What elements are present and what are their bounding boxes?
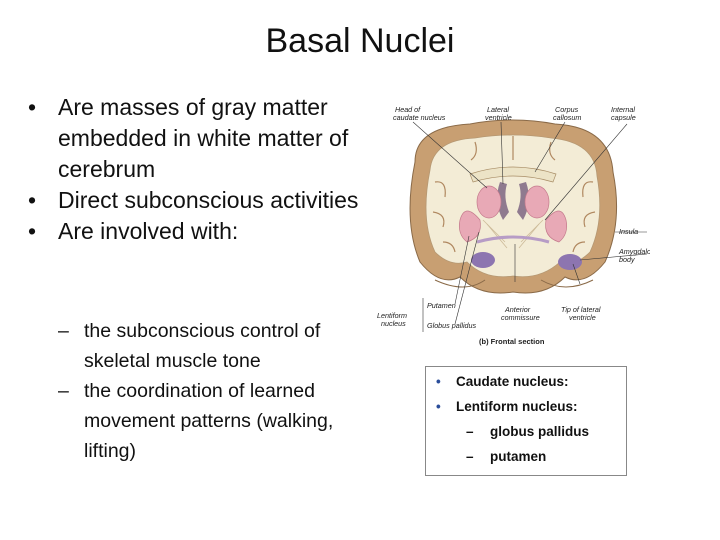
bullet-list: • Are masses of gray matter embedded in … xyxy=(28,92,368,247)
label-amygdaloid-2: body xyxy=(619,255,635,264)
legend-subitem: – globus pallidus xyxy=(466,424,589,439)
bullet-item: • Direct subconscious activities xyxy=(28,185,368,216)
anterior-commissure xyxy=(476,235,550,244)
caudate-nucleus xyxy=(524,185,550,219)
sub-bullet-text: the subconscious control of skeletal mus… xyxy=(84,320,321,372)
label-anterior-commissure: Anterior xyxy=(504,305,531,314)
label-head-caudate-2: caudate nucleus xyxy=(393,113,446,122)
sub-bullet-text: the coordination of learned movement pat… xyxy=(84,380,334,462)
legend-box: • Caudate nucleus: • Lentiform nucleus: – g… xyxy=(425,366,627,476)
legend-bullet-icon: • xyxy=(436,399,441,414)
legend-item: • Caudate nucleus: xyxy=(436,374,569,389)
label-tip-lateral-ventricle-2: ventricle xyxy=(569,313,596,322)
bullet-text: Direct subconscious activities xyxy=(58,187,359,213)
lateral-ventricle xyxy=(497,182,509,220)
dash-icon: – xyxy=(466,424,474,439)
bullet-text: Are masses of gray matter embedded in wh… xyxy=(58,94,349,182)
label-globus-pallidus: Globus pallidus xyxy=(427,321,477,330)
label-tip-lateral-ventricle: Tip of lateral xyxy=(561,305,601,314)
label-putamen: Putamen xyxy=(427,301,456,310)
label-insula: Insula xyxy=(619,227,638,236)
slide-title: Basal Nuclei xyxy=(265,22,455,60)
label-head-caudate: Head of xyxy=(395,105,421,114)
label-lateral-ventricle-2: ventricle xyxy=(485,113,512,122)
legend-item: • Lentiform nucleus: xyxy=(436,399,578,414)
label-lentiform: Lentiform xyxy=(377,311,407,320)
putamen xyxy=(545,210,568,243)
dash-icon: – xyxy=(58,380,69,402)
bullet-text: Are involved with: xyxy=(58,218,239,244)
dash-icon: – xyxy=(58,320,69,342)
legend-item-label: Lentiform nucleus: xyxy=(456,399,578,414)
brain-diagram: Head of caudate nucleus Lateral ventricl… xyxy=(377,105,650,346)
brain-frontal-section-figure: Head of caudate nucleus Lateral ventricl… xyxy=(375,102,650,354)
caudate-nucleus xyxy=(476,185,502,219)
label-anterior-commissure-2: commissure xyxy=(501,313,540,322)
legend-subitem-label: globus pallidus xyxy=(490,424,590,439)
bullet-dot-icon: • xyxy=(28,218,37,244)
bullet-item: • Are involved with: xyxy=(28,216,368,247)
label-corpus-callosum: Corpus xyxy=(555,105,579,114)
sub-bullet-list: – the subconscious control of skeletal m… xyxy=(58,316,358,466)
bullet-dot-icon: • xyxy=(28,187,37,213)
label-internal-capsule-2: capsule xyxy=(611,113,636,122)
bullet-item: • Are masses of gray matter embedded in … xyxy=(28,92,368,185)
label-internal-capsule: Internal xyxy=(611,105,635,114)
amygdaloid-body xyxy=(471,252,495,268)
sub-bullet-item: – the subconscious control of skeletal m… xyxy=(58,316,358,376)
legend-bullet-icon: • xyxy=(436,374,441,389)
label-corpus-callosum-2: callosum xyxy=(553,113,581,122)
figure-caption: (b) Frontal section xyxy=(479,337,545,346)
amygdaloid-body xyxy=(558,254,582,270)
label-amygdaloid: Amygdaloid xyxy=(618,247,650,256)
bullet-dot-icon: • xyxy=(28,94,37,120)
label-lateral-ventricle: Lateral xyxy=(487,105,509,114)
lateral-ventricle xyxy=(517,182,529,220)
corpus-callosum xyxy=(469,166,557,183)
legend-subitem-label: putamen xyxy=(490,449,547,464)
sub-bullet-item: – the coordination of learned movement p… xyxy=(58,376,358,466)
label-lentiform-2: nucleus xyxy=(381,319,406,328)
dash-icon: – xyxy=(466,449,474,464)
legend-subitem: – putamen xyxy=(466,449,546,464)
legend-item-label: Caudate nucleus: xyxy=(456,374,569,389)
